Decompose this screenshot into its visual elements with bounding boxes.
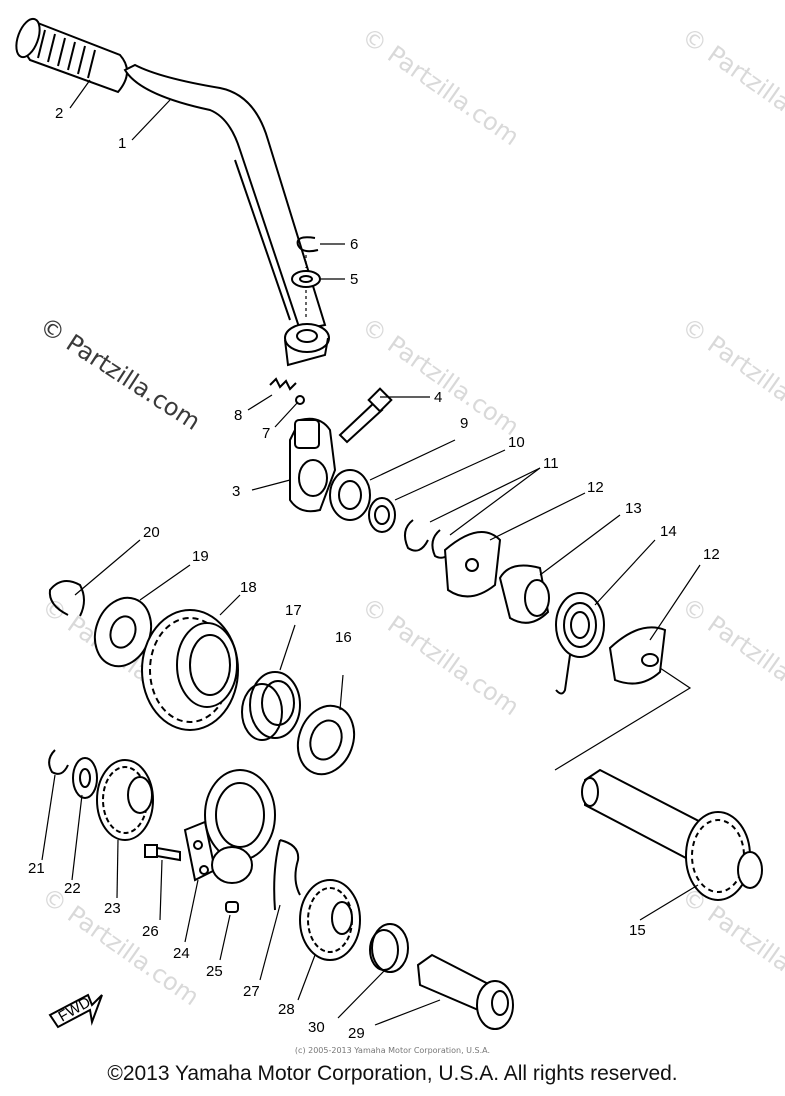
callout-28: 28: [278, 1001, 295, 1018]
part-12-plate[interactable]: [443, 531, 502, 598]
callout-9: 9: [460, 415, 468, 432]
callout-12b: 12: [703, 546, 720, 563]
callout-4: 4: [434, 389, 442, 406]
part-25-pin[interactable]: [225, 901, 239, 913]
part-22-washer[interactable]: [72, 757, 98, 799]
part-30-spring[interactable]: [369, 923, 409, 973]
part-1-kick-crank[interactable]: [123, 63, 330, 367]
fwd-arrow-icon: FWD: [48, 994, 103, 1029]
callout-13: 13: [625, 500, 642, 517]
callout-labels: 1 2 3 4 5 6 7 8 9 10 11 12 13 14 12 15 1…: [28, 105, 720, 1042]
part-23-gear[interactable]: [96, 759, 154, 841]
watermark: © Partzilla.com: [677, 312, 785, 441]
small-copyright: (c) 2005-2013 Yamaha Motor Corporation, …: [294, 1046, 491, 1055]
callout-1: 1: [118, 135, 126, 152]
watermark: © Partzilla.com: [357, 312, 525, 441]
part-21-circlip[interactable]: [48, 749, 69, 775]
part-27-wire-spring[interactable]: [273, 839, 301, 911]
callout-17: 17: [285, 602, 302, 619]
watermark-layer: © Partzilla.com © Partzilla.com © Partzi…: [35, 22, 785, 1011]
callout-22: 22: [64, 880, 81, 897]
part-26-bolt[interactable]: [144, 844, 181, 862]
leader-lines: [41, 79, 701, 1026]
part-14-torsion-spring[interactable]: [555, 592, 605, 695]
watermark: © Partzilla.com: [677, 592, 785, 721]
part-2-kick-grip[interactable]: [12, 16, 128, 94]
part-20-circlip[interactable]: [48, 580, 85, 617]
callout-18: 18: [240, 579, 257, 596]
part-17-needle-bearing[interactable]: [241, 671, 301, 741]
callout-21: 21: [28, 860, 45, 877]
part-3-kick-boss[interactable]: [289, 417, 337, 513]
callout-8: 8: [234, 407, 242, 424]
callout-3: 3: [232, 483, 240, 500]
callout-15: 15: [629, 922, 646, 939]
callout-26: 26: [142, 923, 159, 940]
callout-27: 27: [243, 983, 260, 1000]
callout-2: 2: [55, 105, 63, 122]
callout-12: 12: [587, 479, 604, 496]
callout-20: 20: [143, 524, 160, 541]
part-9-seal[interactable]: [329, 469, 371, 521]
part-28-gear[interactable]: [299, 879, 361, 961]
callout-19: 19: [192, 548, 209, 565]
callout-11: 11: [543, 455, 559, 472]
part-6-clip[interactable]: [296, 236, 319, 253]
callout-16: 16: [335, 629, 352, 646]
part-16-washer[interactable]: [289, 698, 364, 782]
watermark: © Partzilla.com: [677, 882, 785, 1011]
callout-25: 25: [206, 963, 223, 980]
callout-30: 30: [308, 1019, 325, 1036]
part-10-washer[interactable]: [368, 497, 396, 533]
callout-23: 23: [104, 900, 121, 917]
callout-7: 7: [262, 425, 270, 442]
part-4-bolt[interactable]: [338, 387, 393, 444]
watermark: © Partzilla.com: [357, 22, 525, 151]
part-18-kick-gear[interactable]: [141, 609, 239, 731]
watermark: © Partzilla.com: [677, 22, 785, 151]
callout-14: 14: [660, 523, 677, 540]
callout-24: 24: [173, 945, 190, 962]
part-12-plate-right[interactable]: [608, 626, 667, 685]
callout-10: 10: [508, 434, 525, 451]
part-15-kick-shaft[interactable]: [581, 768, 763, 901]
callout-6: 6: [350, 236, 358, 253]
part-5-washer[interactable]: [291, 270, 321, 288]
watermark: © Partzilla.com: [357, 592, 525, 721]
part-29-shaft[interactable]: [416, 953, 514, 1030]
part-8-spring[interactable]: [269, 377, 297, 391]
footer-copyright: ©2013 Yamaha Motor Corporation, U.S.A. A…: [107, 1062, 678, 1085]
part-13-spring-guide[interactable]: [498, 564, 550, 624]
callout-5: 5: [350, 271, 358, 288]
kick-ratchet-housing[interactable]: [204, 769, 276, 884]
watermark-main: © Partzilla.com: [35, 312, 206, 436]
callout-29: 29: [348, 1025, 365, 1042]
